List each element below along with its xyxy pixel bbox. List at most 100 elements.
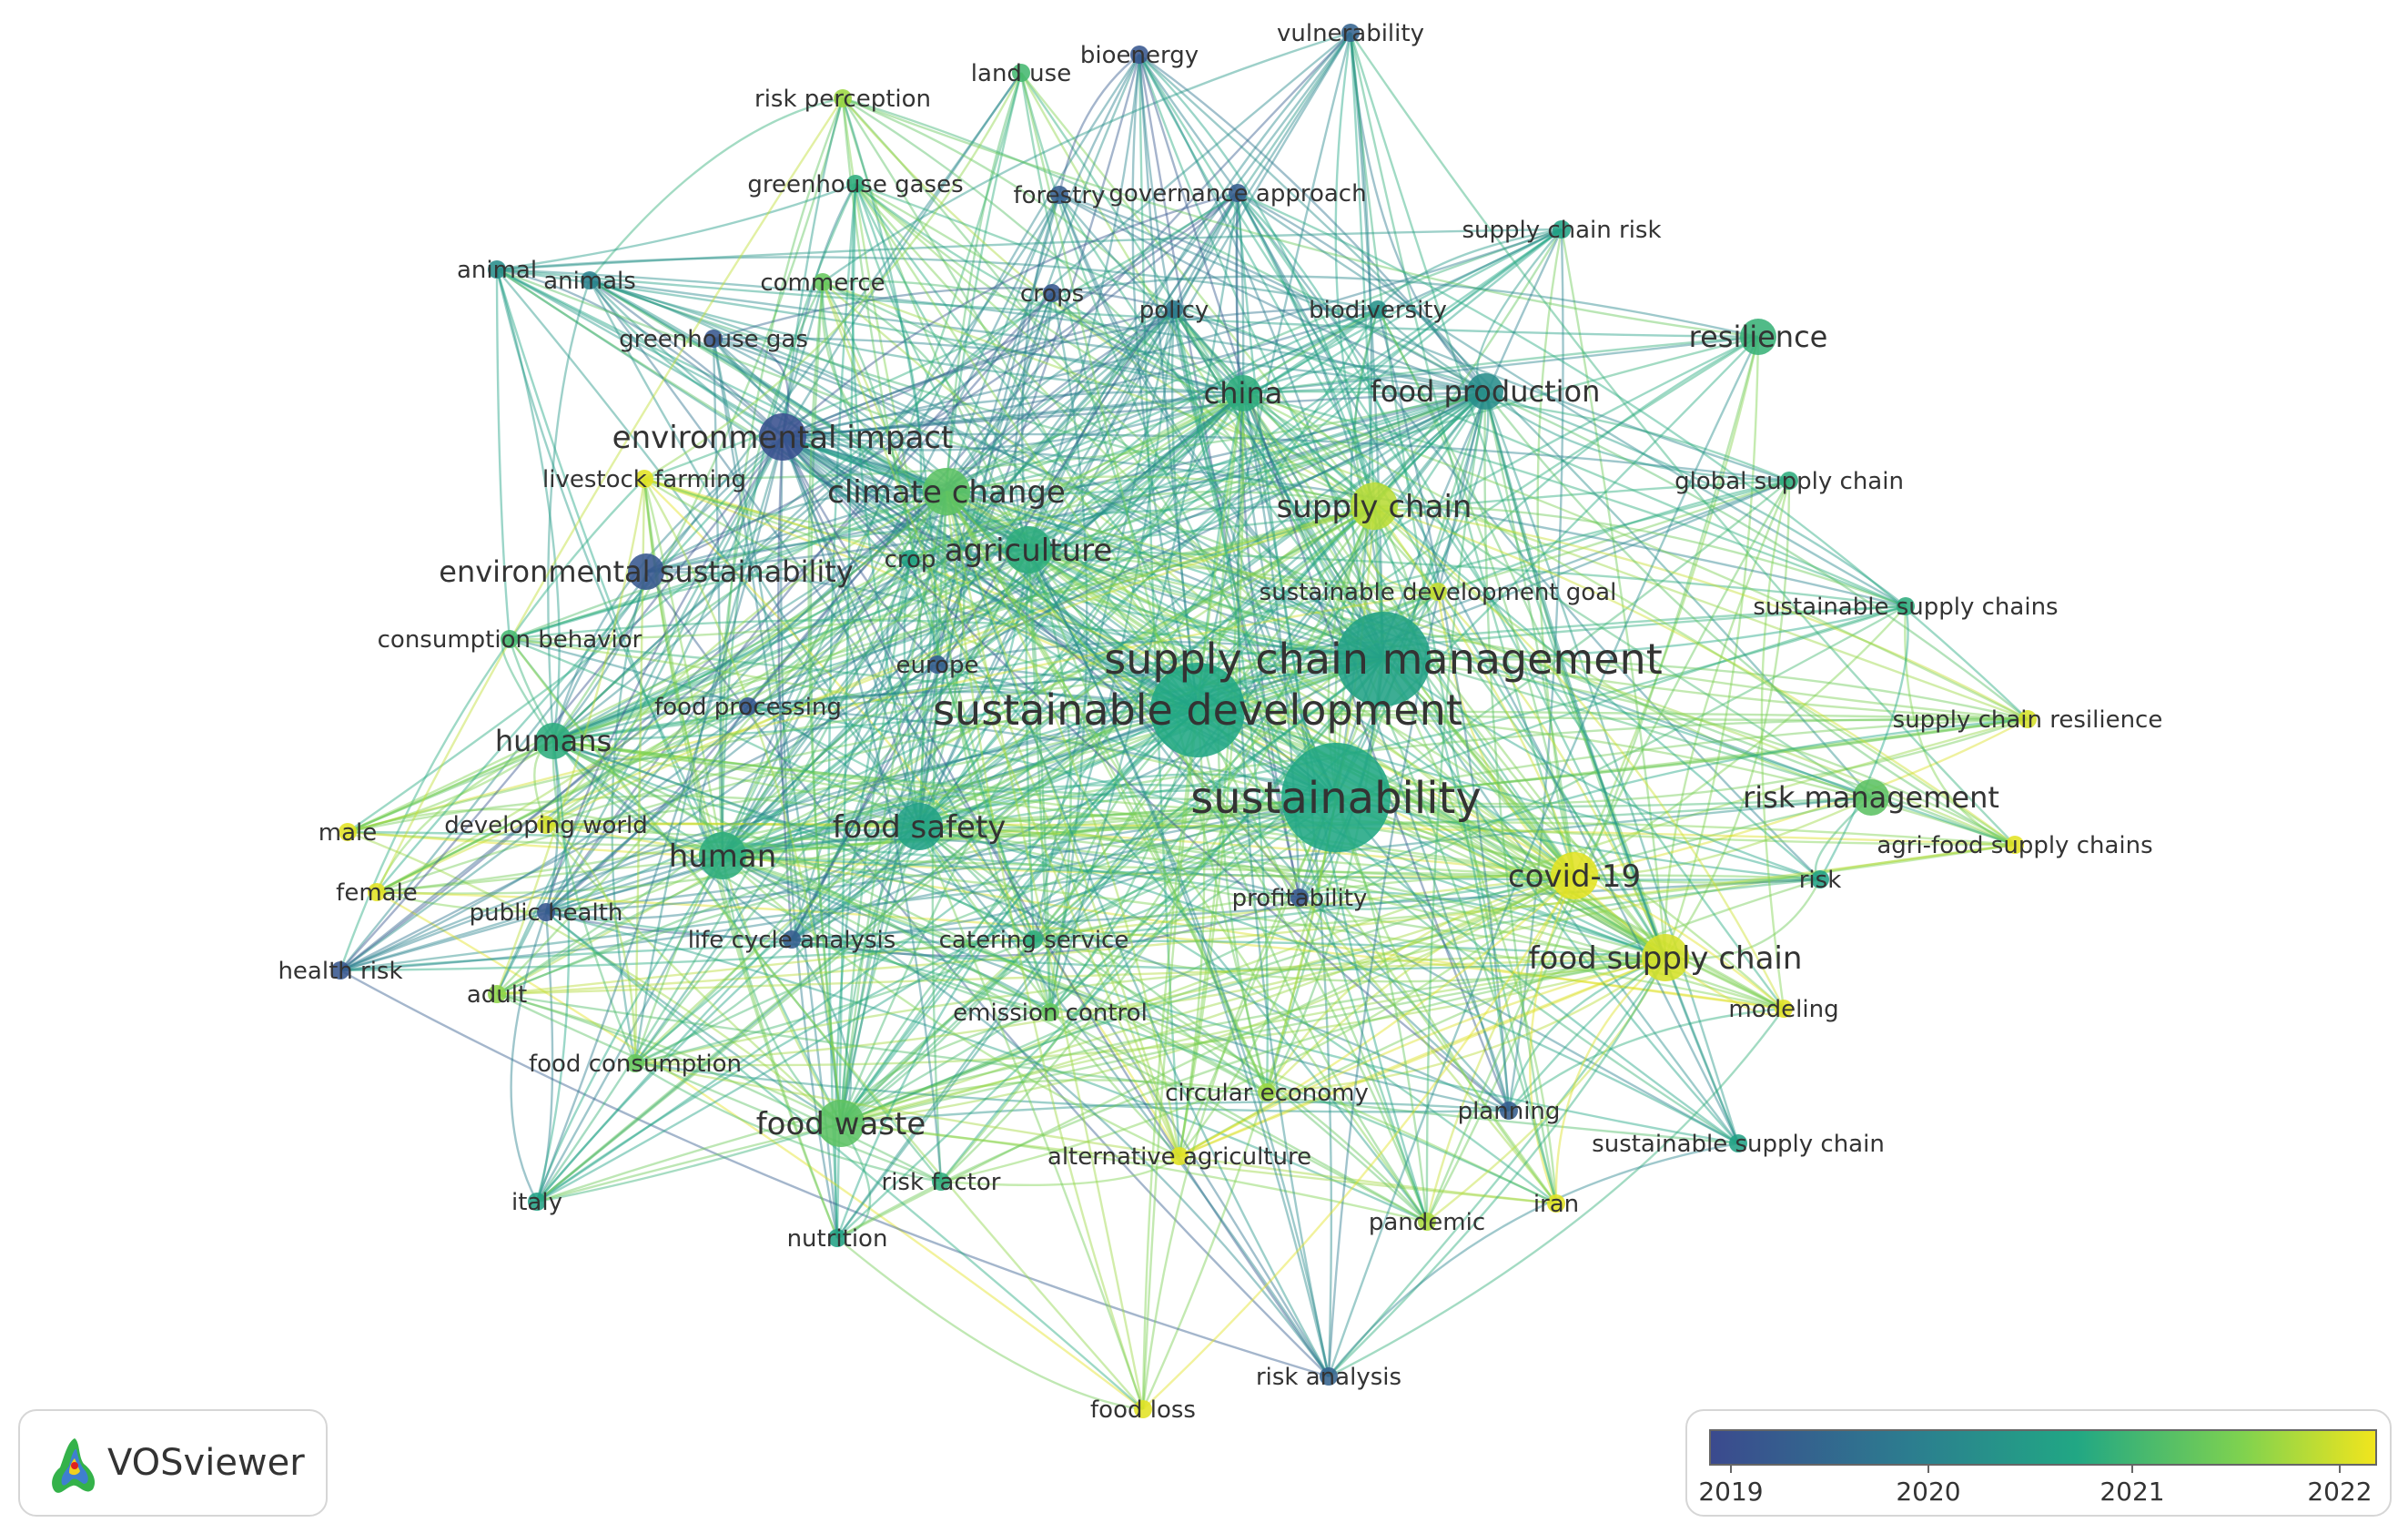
node-sustainable-supply-chains[interactable] <box>1897 597 1915 615</box>
node-label[interactable]: sustainable supply chain <box>1592 1131 1885 1158</box>
node-label[interactable]: climate change <box>827 474 1066 511</box>
node-catering-service[interactable] <box>1025 930 1043 949</box>
node-crops[interactable] <box>1043 284 1061 302</box>
node-bioenergy[interactable] <box>1130 46 1148 64</box>
node-animals[interactable] <box>581 271 599 289</box>
node-label[interactable]: animal <box>457 257 537 284</box>
node-label[interactable]: covid-19 <box>1508 858 1641 895</box>
node-label[interactable]: male <box>319 819 377 847</box>
node-label[interactable]: circular economy <box>1165 1080 1369 1107</box>
node-china[interactable] <box>1225 375 1261 411</box>
node-label[interactable]: livestock farming <box>542 466 746 493</box>
node-governance-approach[interactable] <box>1229 184 1247 202</box>
node-risk-management[interactable] <box>1853 779 1889 816</box>
node-label[interactable]: iran <box>1533 1191 1579 1218</box>
node-public-health[interactable] <box>537 903 555 921</box>
node-environmental-impact[interactable] <box>759 413 806 461</box>
node-label[interactable]: resilience <box>1689 320 1828 354</box>
node-label[interactable]: sustainability <box>1190 773 1482 824</box>
node-label[interactable]: supply chain <box>1277 489 1472 525</box>
node-label[interactable]: global supply chain <box>1674 468 1904 495</box>
node-label[interactable]: consumption behavior <box>378 626 642 654</box>
node-label[interactable]: environmental sustainability <box>439 554 854 589</box>
node-supply-chain-management[interactable] <box>1336 612 1431 706</box>
node-label[interactable]: catering service <box>939 927 1129 954</box>
node-label[interactable]: food processing <box>654 694 842 721</box>
node-pandemic[interactable] <box>1418 1213 1436 1231</box>
node-label[interactable]: crop <box>885 546 936 574</box>
node-sustainable-development[interactable] <box>1150 663 1245 757</box>
node-label[interactable]: food supply chain <box>1529 940 1803 977</box>
node-label[interactable]: food consumption <box>529 1051 742 1078</box>
node-sustainable-supply-chain[interactable] <box>1729 1134 1747 1152</box>
node-label[interactable]: agri-food supply chains <box>1877 832 2152 859</box>
node-circular-economy[interactable] <box>1258 1083 1276 1102</box>
node-label[interactable]: alternative agriculture <box>1047 1143 1311 1171</box>
node-supply-chain[interactable] <box>1351 482 1398 530</box>
node-land-use[interactable] <box>1012 64 1030 82</box>
node-label[interactable]: female <box>336 879 418 907</box>
node-risk-perception[interactable] <box>834 89 852 107</box>
node-food-supply-chain[interactable] <box>1642 934 1689 981</box>
node-food-safety[interactable] <box>895 803 943 850</box>
node-label[interactable]: sustainable development <box>933 685 1462 735</box>
node-climate-change[interactable] <box>923 468 970 515</box>
node-label[interactable]: food production <box>1371 374 1601 409</box>
node-label[interactable]: profitability <box>1232 885 1368 912</box>
node-label[interactable]: italy <box>511 1189 562 1216</box>
node-agriculture[interactable] <box>1005 526 1052 574</box>
node-iran[interactable] <box>1547 1194 1565 1213</box>
node-emission-control[interactable] <box>1041 1003 1059 1021</box>
node-global-supply-chain[interactable] <box>1780 472 1798 490</box>
node-label[interactable]: planning <box>1458 1098 1561 1125</box>
node-label[interactable]: sustainable development goal <box>1260 579 1617 606</box>
node-label[interactable]: adult <box>467 981 527 1009</box>
node-human[interactable] <box>699 832 746 879</box>
node-label[interactable]: policy <box>1139 297 1209 324</box>
node-label[interactable]: public health <box>470 899 623 927</box>
node-label[interactable]: food loss <box>1090 1396 1196 1424</box>
node-label[interactable]: food safety <box>833 809 1007 846</box>
node-planning[interactable] <box>1500 1102 1518 1120</box>
node-label[interactable]: developing world <box>444 812 648 839</box>
node-life-cycle-analysis[interactable] <box>783 930 801 949</box>
node-label[interactable]: modeling <box>1728 996 1838 1023</box>
node-agri-food-supply-chains[interactable] <box>2006 836 2024 854</box>
node-male[interactable] <box>339 823 357 841</box>
node-label[interactable]: risk management <box>1743 780 1999 815</box>
node-humans[interactable] <box>535 723 572 759</box>
node-label[interactable]: biodiversity <box>1309 297 1447 324</box>
node-label[interactable]: greenhouse gases <box>747 171 963 198</box>
node-supply-chain-risk[interactable] <box>1553 220 1571 239</box>
node-label[interactable]: risk analysis <box>1256 1364 1401 1391</box>
node-label[interactable]: forestry <box>1014 182 1106 209</box>
node-nutrition[interactable] <box>828 1229 846 1247</box>
node-label[interactable]: vulnerability <box>1277 20 1424 47</box>
node-label[interactable]: crops <box>1020 280 1084 308</box>
node-label[interactable]: environmental impact <box>612 420 954 456</box>
node-label[interactable]: nutrition <box>787 1225 888 1253</box>
node-vulnerability[interactable] <box>1341 24 1360 42</box>
node-label[interactable]: agriculture <box>945 533 1113 569</box>
node-food-waste[interactable] <box>817 1100 865 1147</box>
node-label[interactable]: governance approach <box>1108 180 1366 208</box>
node-consumption-behavior[interactable] <box>501 630 519 648</box>
node-sustainability[interactable] <box>1281 743 1391 852</box>
node-label[interactable]: emission control <box>953 1000 1148 1027</box>
node-label[interactable]: greenhouse gas <box>619 326 808 353</box>
node-policy[interactable] <box>1165 300 1183 319</box>
node-female[interactable] <box>368 883 386 901</box>
node-label[interactable]: food waste <box>756 1106 926 1142</box>
node-europe[interactable] <box>928 655 946 674</box>
node-risk-analysis[interactable] <box>1320 1367 1338 1386</box>
node-label[interactable]: bioenergy <box>1080 42 1199 69</box>
node-label[interactable]: human <box>669 838 777 875</box>
node-label[interactable]: supply chain management <box>1104 635 1662 684</box>
node-food-production[interactable] <box>1467 373 1503 410</box>
node-label[interactable]: health risk <box>278 958 402 985</box>
node-greenhouse-gases[interactable] <box>846 175 865 193</box>
node-animal[interactable] <box>488 260 506 279</box>
node-crop[interactable] <box>901 550 919 568</box>
node-label[interactable]: land use <box>971 60 1071 87</box>
